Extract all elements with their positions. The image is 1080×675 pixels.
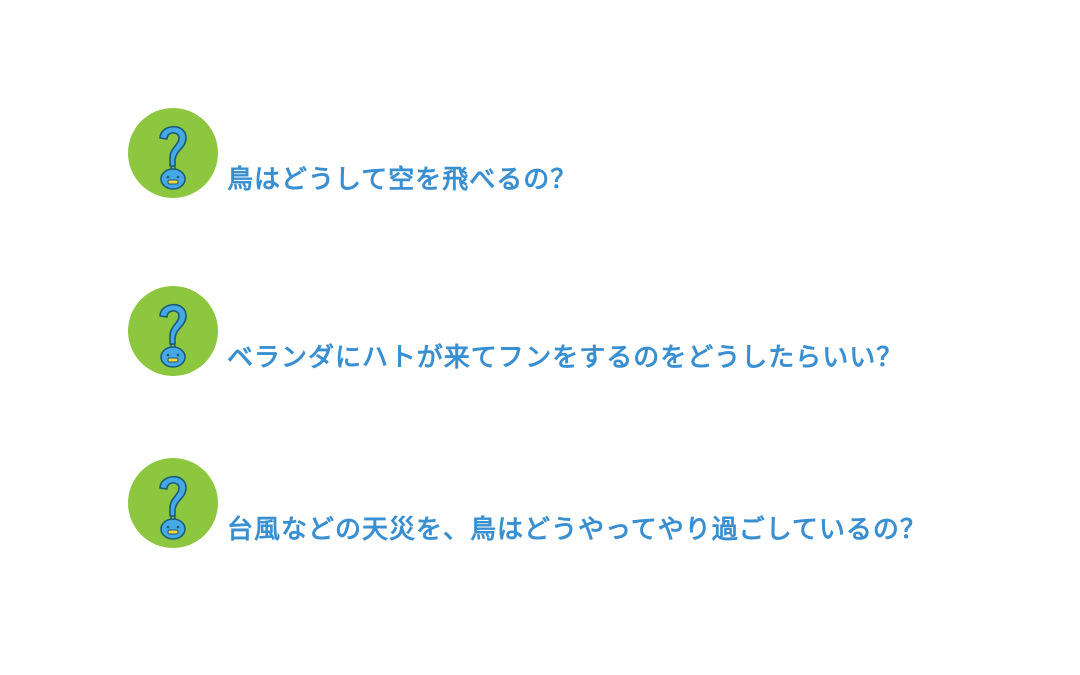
faq-question[interactable]: 鳥はどうして空を飛べるの？ bbox=[227, 165, 578, 195]
question-bird-icon bbox=[128, 286, 218, 376]
faq-question[interactable]: ベランダにハトが来てフンをするのをどうしたらいい？ bbox=[227, 343, 904, 373]
question-bird-icon bbox=[128, 108, 218, 198]
faq-item[interactable]: ベランダにハトが来てフンをするのをどうしたらいい？ bbox=[128, 286, 1028, 378]
faq-question[interactable]: 台風などの天災を、鳥はどうやってやり過ごしているの？ bbox=[227, 515, 927, 545]
faq-item[interactable]: 鳥はどうして空を飛べるの？ bbox=[128, 108, 1028, 200]
faq-item[interactable]: 台風などの天災を、鳥はどうやってやり過ごしているの？ bbox=[128, 458, 1028, 550]
question-bird-icon bbox=[128, 458, 218, 548]
